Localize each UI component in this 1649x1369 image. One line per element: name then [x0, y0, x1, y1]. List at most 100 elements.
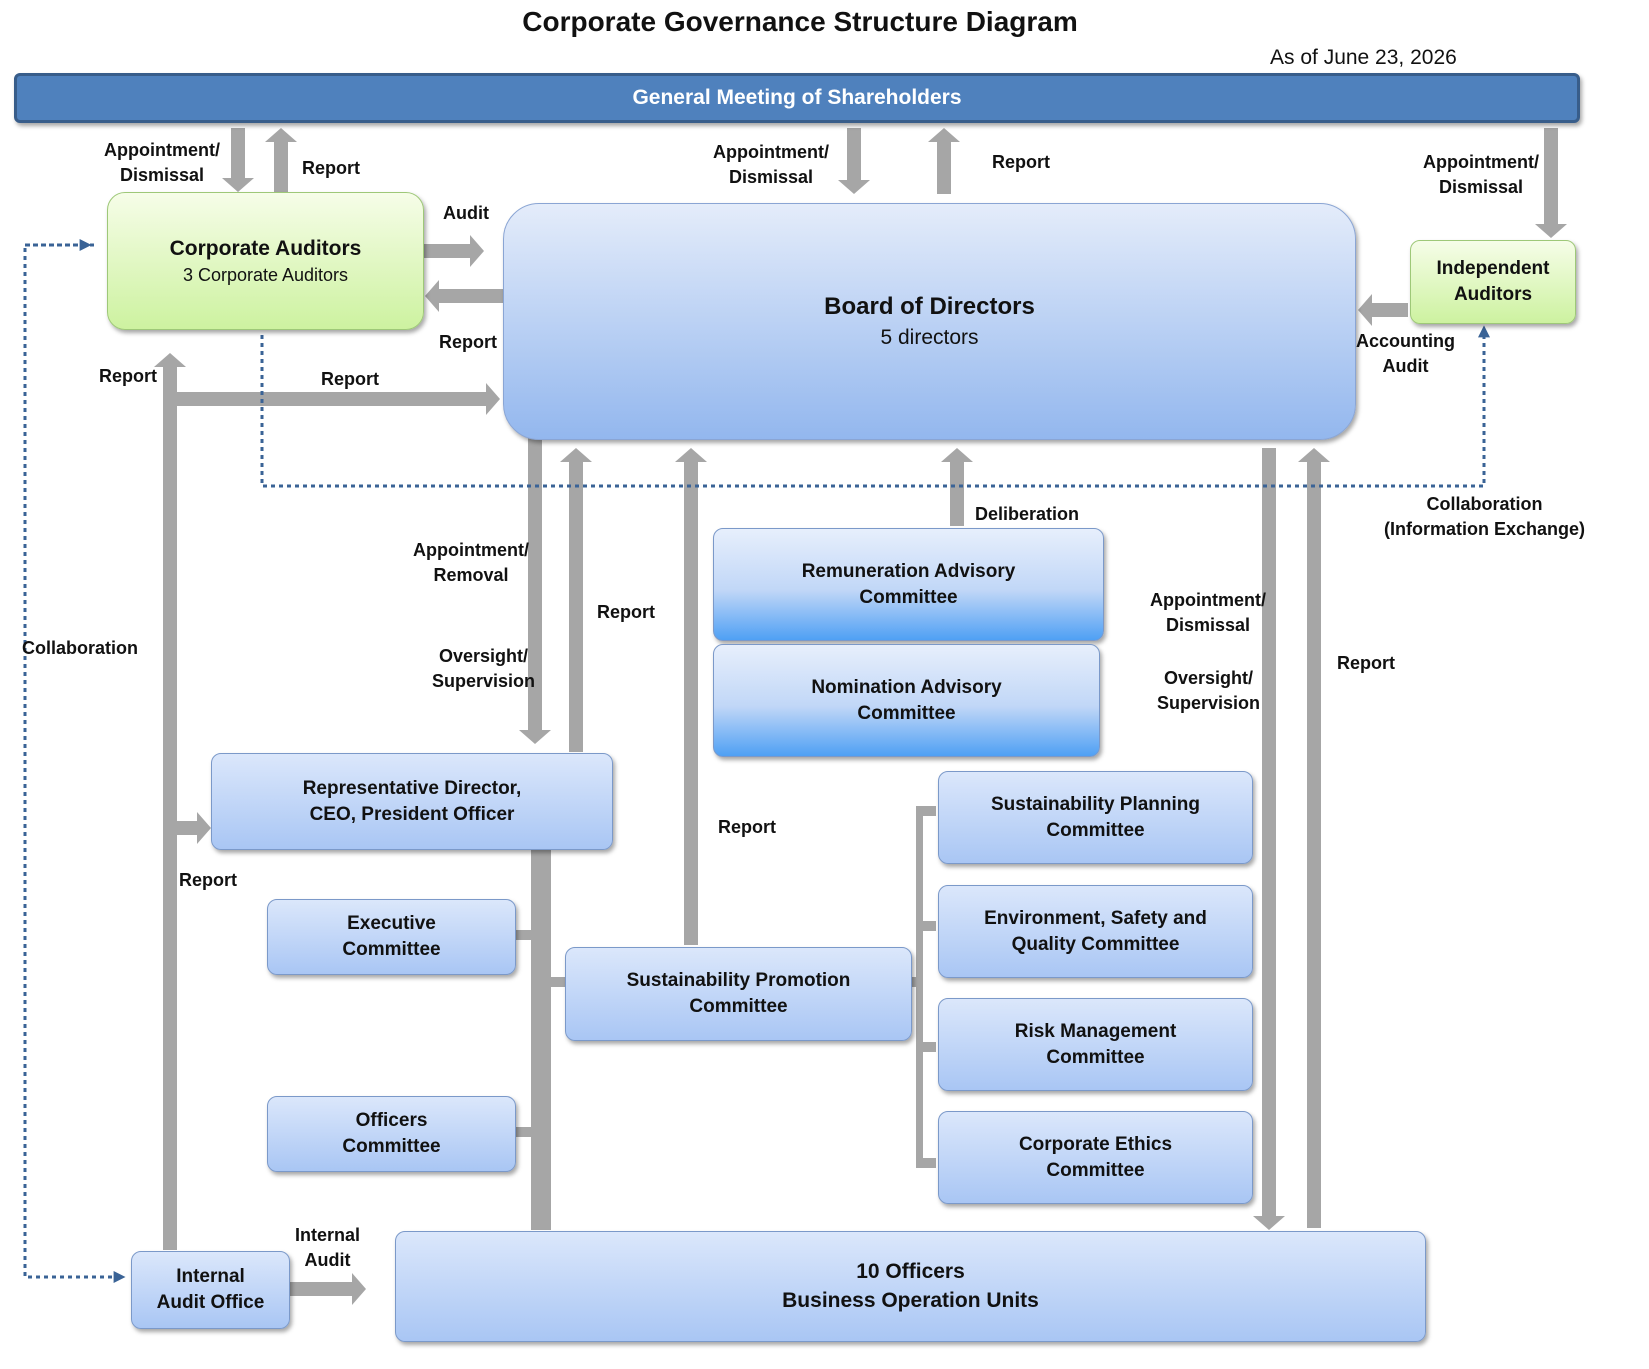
label-line: Appointment/: [1150, 590, 1266, 610]
label-line: Appointment/: [713, 142, 829, 162]
risk-line2: Committee: [1046, 1046, 1145, 1068]
executive-committee-box: Executive Committee: [267, 899, 516, 975]
label-line: Supervision: [1157, 693, 1261, 714]
sust-planning-line1: Sustainability Planning: [990, 793, 1201, 815]
label-line: Supervision: [432, 671, 536, 692]
sust-planning-line2: Committee: [1046, 819, 1145, 841]
arrow-report-rep-to-board: [560, 448, 592, 752]
arrow-report-internal-to-rep: [177, 812, 211, 844]
label-report-to-auditors: Report: [439, 332, 497, 352]
shareholders-box: General Meeting of Shareholders: [14, 73, 1580, 123]
internal-audit-line1: Internal: [176, 1266, 245, 1288]
branch-executive: [514, 930, 534, 940]
label-report-units-to-board: Report: [1337, 653, 1395, 673]
arrow-accounting-audit: [1358, 294, 1408, 326]
corporate-auditors-box: Corporate Auditors 3 Corporate Auditors: [107, 192, 424, 330]
branch-sust-to-bracket: [908, 977, 923, 987]
label-report-sust-to-board: Report: [718, 817, 776, 837]
label-line: Removal: [433, 565, 509, 586]
ethics-line2: Committee: [1046, 1159, 1145, 1181]
arrow-appointment-to-independent: [1535, 128, 1567, 238]
corporate-auditors-count: 3 Corporate Auditors: [182, 265, 349, 286]
business-units-line1: 10 Officers: [856, 1260, 965, 1284]
arrow-appointment-to-auditors: [222, 128, 254, 192]
arrow-report-to-shareholders-left: [265, 128, 297, 192]
label-accounting-audit: Accounting Audit: [1356, 329, 1455, 379]
board-count: 5 directors: [880, 325, 979, 349]
board-of-directors-box: Board of Directors 5 directors: [503, 203, 1356, 440]
arrow-report-to-auditors: [425, 280, 503, 312]
risk-management-box: Risk Management Committee: [938, 998, 1253, 1091]
officers-committee-line1: Officers: [355, 1110, 428, 1132]
label-line: Internal: [295, 1225, 361, 1245]
arrow-report-to-shareholders-center: [928, 128, 960, 194]
label-line: Oversight/: [439, 646, 529, 666]
label-report-internal-up: Report: [99, 366, 157, 386]
label-oversight-left: Oversight/ Supervision: [432, 644, 535, 694]
officers-committee-box: Officers Committee: [267, 1096, 516, 1172]
shareholders-label: General Meeting of Shareholders: [632, 85, 962, 109]
label-line: Appointment/: [104, 140, 220, 160]
independent-auditors-line1: Independent: [1436, 258, 1550, 280]
label-report-internal-to-board: Report: [321, 369, 379, 389]
bracket-esq: [916, 921, 936, 931]
label-report-rep-to-board: Report: [597, 602, 655, 622]
representative-line2: CEO, President Officer: [309, 803, 515, 825]
ethics-line1: Corporate Ethics: [1018, 1133, 1173, 1155]
label-line: Collaboration: [1426, 494, 1543, 514]
label-line: Dismissal: [728, 167, 814, 188]
arrow-report-units-to-board: [1298, 448, 1330, 1228]
label-line: Dismissal: [1438, 177, 1524, 198]
label-line: Appointment/: [413, 540, 529, 560]
label-report-left-top: Report: [302, 158, 360, 178]
label-audit: Audit: [443, 203, 489, 223]
label-appt-removal: Appointment/ Removal: [413, 538, 529, 588]
esq-committee-box: Environment, Safety and Quality Committe…: [938, 885, 1253, 978]
bracket-risk: [916, 1042, 936, 1052]
executive-line1: Executive: [347, 913, 436, 935]
corporate-auditors-name: Corporate Auditors: [169, 236, 362, 260]
label-collaboration-info: Collaboration (Information Exchange): [1384, 492, 1585, 542]
business-units-line2: Business Operation Units: [782, 1288, 1039, 1312]
independent-auditors-box: Independent Auditors: [1410, 240, 1576, 324]
remuneration-line1: Remuneration Advisory: [801, 560, 1016, 582]
trunk-rep-to-units: [531, 848, 551, 1230]
page-title: Corporate Governance Structure Diagram: [522, 6, 1078, 37]
bracket-planning: [916, 806, 936, 816]
corporate-ethics-box: Corporate Ethics Committee: [938, 1111, 1253, 1204]
arrow-appointment-to-units: [1253, 448, 1285, 1230]
label-report-center-top: Report: [992, 152, 1050, 172]
officers-committee-line2: Committee: [342, 1136, 441, 1157]
arrow-report-internal-to-auditors: [154, 353, 186, 1250]
label-report-internal-to-rep: Report: [179, 870, 237, 890]
independent-auditors-line2: Auditors: [1453, 284, 1533, 305]
label-line: Audit: [304, 1250, 351, 1271]
dotted-collaboration-info: [260, 325, 1490, 488]
internal-audit-line2: Audit Office: [156, 1292, 265, 1313]
label-line: Appointment/: [1423, 152, 1539, 172]
label-appt-dismissal-left: Appointment/ Dismissal: [104, 138, 220, 188]
label-collaboration: Collaboration: [22, 638, 138, 658]
nomination-line2: Committee: [857, 702, 956, 724]
arrow-appointment-to-rep: [519, 438, 551, 744]
label-line: Dismissal: [1165, 615, 1251, 636]
arrow-audit: [424, 235, 484, 267]
remuneration-line2: Committee: [859, 586, 958, 608]
arrow-internal-audit: [290, 1273, 366, 1305]
nomination-committee-box: Nomination Advisory Committee: [713, 644, 1100, 757]
dotted-collaboration: [23, 243, 126, 1283]
label-line: (Information Exchange): [1384, 519, 1586, 540]
risk-line1: Risk Management: [1014, 1020, 1177, 1042]
executive-line2: Committee: [342, 939, 441, 960]
representative-line1: Representative Director,: [302, 777, 522, 799]
esq-line2: Quality Committee: [1011, 933, 1180, 955]
label-appt-dismissal-center: Appointment/ Dismissal: [713, 140, 829, 190]
sustainability-promotion-box: Sustainability Promotion Committee: [565, 947, 912, 1041]
sust-promotion-line2: Committee: [689, 996, 788, 1017]
label-oversight-right: Oversight/ Supervision: [1157, 666, 1260, 716]
board-name: Board of Directors: [824, 293, 1035, 321]
business-units-box: 10 Officers Business Operation Units: [395, 1231, 1426, 1342]
label-line: Accounting: [1356, 331, 1455, 351]
label-line: Audit: [1382, 356, 1429, 377]
